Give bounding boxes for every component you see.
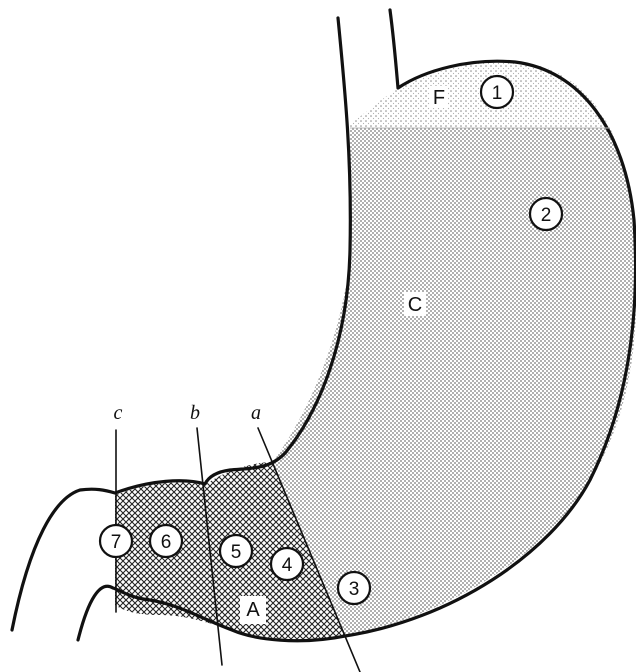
site-3-marker: 3	[338, 572, 370, 604]
svg-text:F: F	[433, 87, 445, 109]
site-6-marker: 6	[150, 525, 182, 557]
svg-text:6: 6	[161, 532, 172, 553]
site-1-marker: 1	[481, 76, 513, 108]
svg-text:5: 5	[231, 542, 242, 563]
svg-text:1: 1	[492, 83, 503, 104]
region-label-fundus: F	[430, 86, 448, 109]
line-label-c: c	[114, 402, 123, 424]
region-label-corpus: C	[404, 292, 426, 316]
corpus-region	[273, 128, 636, 636]
line-label-a: a	[251, 402, 261, 424]
svg-text:7: 7	[111, 532, 122, 553]
svg-text:C: C	[408, 294, 422, 316]
site-2-marker: 2	[530, 198, 562, 230]
svg-text:A: A	[246, 599, 260, 621]
svg-text:2: 2	[541, 205, 552, 226]
svg-text:4: 4	[282, 555, 293, 576]
site-5-marker: 5	[220, 535, 252, 567]
fundus-region	[350, 62, 610, 128]
region-label-antrum: A	[240, 596, 266, 624]
line-label-b: b	[190, 402, 200, 424]
site-4-marker: 4	[271, 548, 303, 580]
svg-text:3: 3	[349, 579, 360, 600]
site-7-marker: 7	[100, 525, 132, 557]
